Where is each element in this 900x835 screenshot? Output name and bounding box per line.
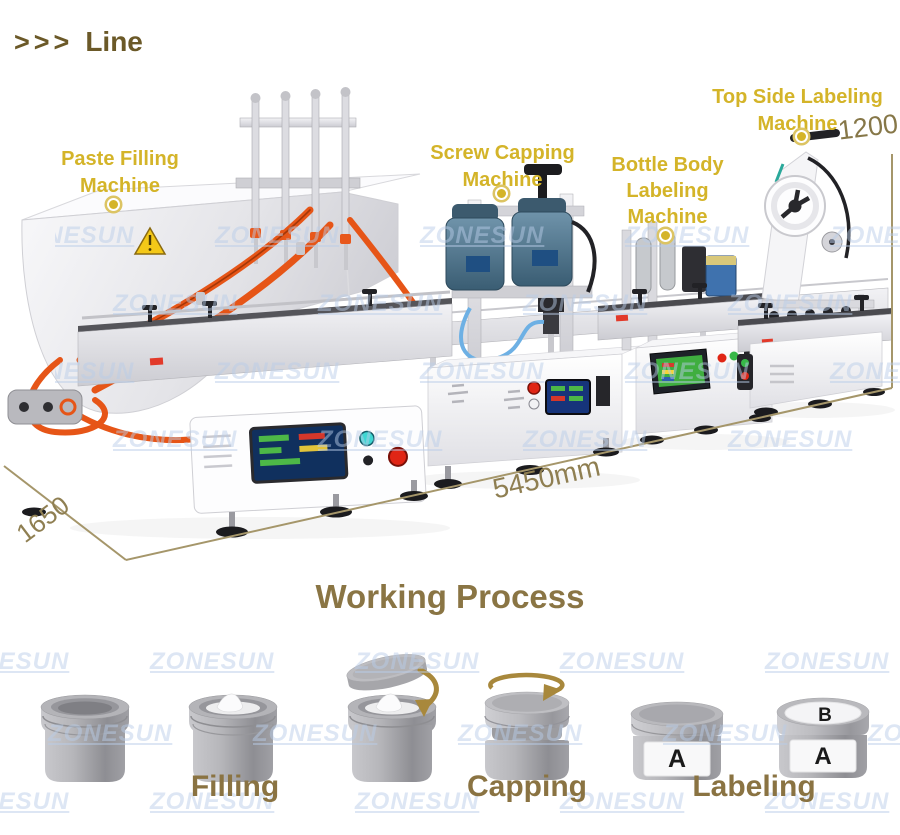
rotation-arrow-icon: [488, 672, 565, 696]
label-screw-capping-machine: Screw Capping Machine: [430, 142, 575, 191]
working-process-illustration: A B A: [40, 654, 870, 782]
body-label-letter: A: [668, 745, 686, 773]
jar-labeled-body: A: [630, 701, 724, 780]
step-label-capping: Capping: [467, 770, 587, 803]
jar-labeled-top: B A: [776, 697, 870, 778]
body-labeler-head: [621, 221, 737, 351]
jar-filled: [188, 693, 278, 782]
pump-cluster: [7, 389, 83, 425]
top-label-letter: B: [818, 705, 832, 726]
top-side-labeling-machine: [737, 129, 893, 417]
step-label-filling: Filling: [190, 770, 280, 803]
label-reel-arm: [761, 129, 875, 321]
top-labeler-base: [737, 331, 883, 409]
page-title: Line: [85, 26, 143, 57]
capper-base: [427, 345, 641, 467]
screw-capping-machine: [427, 164, 641, 489]
body-labeler-conveyor: [597, 283, 779, 341]
top-side-pointer-dot-icon: [795, 130, 808, 143]
working-process-title: Working Process: [315, 578, 585, 615]
rotation-arrowhead-icon: [543, 684, 562, 701]
header-arrows-icon: >>>: [14, 27, 74, 57]
screw-capping-pointer-dot-icon: [495, 187, 508, 200]
floor-shadows: [70, 402, 895, 539]
paste-filling-pointer-dot-icon: [107, 198, 120, 211]
capping-head: [459, 220, 597, 363]
jar-empty: [40, 694, 130, 782]
depth-dimension-line: [3, 465, 127, 561]
production-line-illustration: [3, 87, 895, 561]
label-bottle-body-labeling-machine: Bottle Body Labeling Machine: [611, 154, 724, 228]
filling-heads: [235, 87, 361, 270]
bottle-body-pointer-dot-icon: [659, 229, 672, 242]
step-label-labeling: Labeling: [692, 770, 816, 803]
page-header: >>> Line: [14, 26, 143, 58]
filler-conveyor: [77, 289, 453, 387]
jar-capped: [484, 672, 570, 780]
length-dimension-line: [125, 387, 893, 561]
paste-filling-machine: [7, 87, 453, 538]
jar-capping-start: [346, 654, 439, 782]
body-label-letter: A: [814, 743, 831, 770]
filler-control-box: [189, 405, 427, 514]
capper-motors: [445, 164, 573, 291]
label-paste-filling-machine: Paste Filling Machine: [61, 148, 179, 197]
floating-lid: [346, 654, 428, 691]
label-top-side-labeling-machine: Top Side Labeling Machine: [712, 86, 883, 135]
dimension-lines: [3, 154, 893, 561]
capping-arrowhead-icon: [415, 699, 433, 717]
